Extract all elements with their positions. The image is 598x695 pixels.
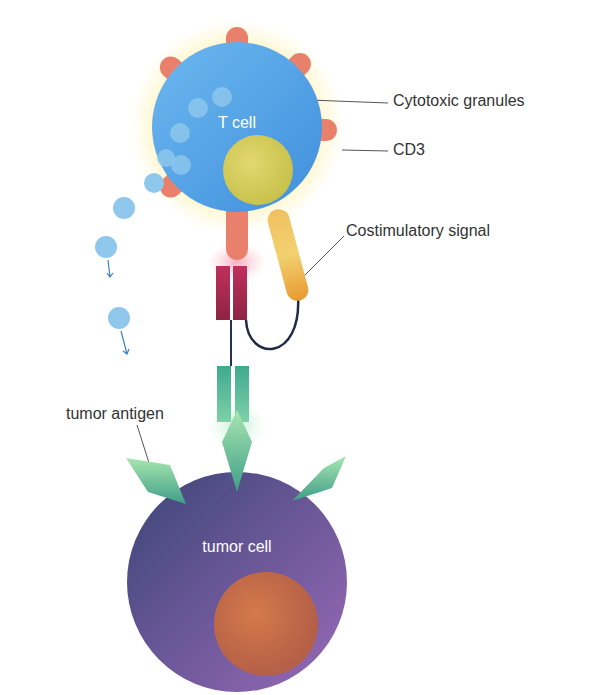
t-cell: T cell <box>152 42 322 212</box>
granule <box>144 173 164 193</box>
antibody-linker <box>230 320 232 366</box>
granule <box>113 197 135 219</box>
leader-line <box>342 150 388 151</box>
callout-label: CD3 <box>393 141 425 159</box>
granule-arrows <box>107 260 129 354</box>
t-cell-glow <box>129 19 345 235</box>
callout-label: Costimulatory signal <box>346 222 490 240</box>
arrow <box>107 260 113 277</box>
synapse-glow <box>207 242 267 282</box>
costimulatory-molecule <box>265 207 311 303</box>
antibody-arm <box>233 266 247 320</box>
cell-label: tumor cell <box>127 538 347 556</box>
leader-line <box>298 236 344 282</box>
cell-label: T cell <box>152 114 322 132</box>
leader-line <box>137 425 150 466</box>
granule <box>108 307 130 329</box>
callout-label: tumor antigen <box>66 405 164 423</box>
tumor-cell-body <box>127 472 347 692</box>
callout-label: Cytotoxic granules <box>393 92 525 110</box>
t-cell-body <box>152 42 322 212</box>
granule <box>95 236 117 258</box>
antibody-arm <box>216 266 230 320</box>
antibody-arm <box>235 366 249 422</box>
tumor-cell-shape <box>127 472 347 692</box>
costim-linker <box>246 296 298 349</box>
arrow <box>121 331 129 354</box>
antibody-arm <box>217 366 231 422</box>
tumor-cell: tumor cell <box>127 472 347 692</box>
antigen-glow <box>207 401 267 449</box>
